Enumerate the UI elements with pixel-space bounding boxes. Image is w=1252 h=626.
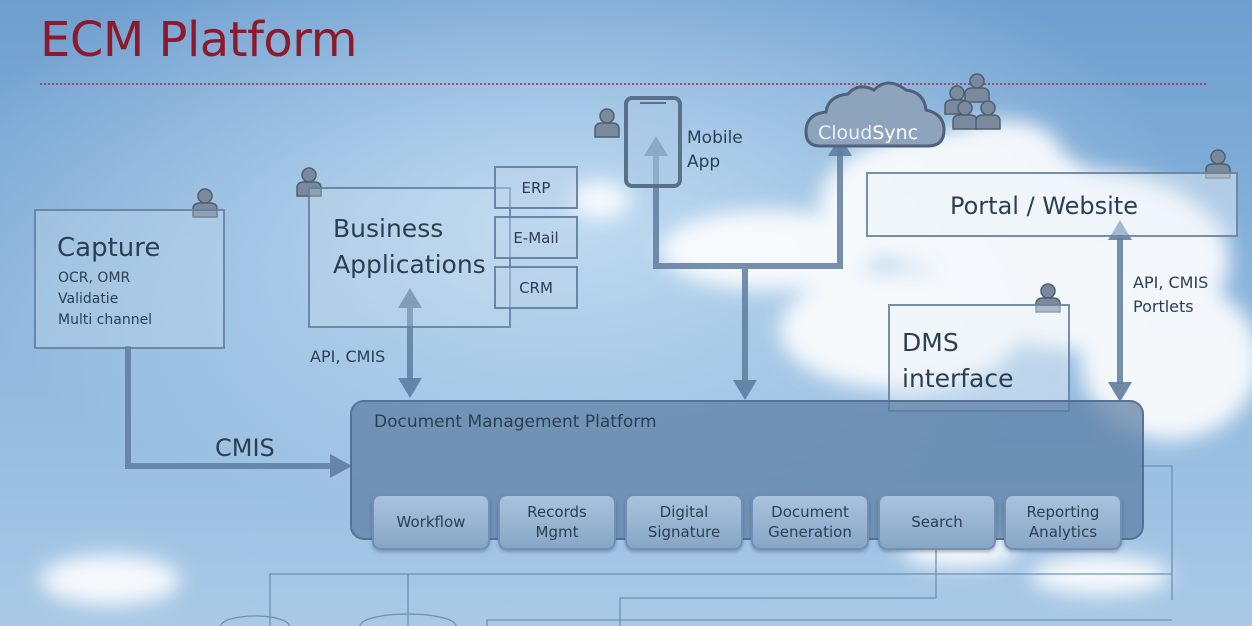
module-records-mgmt: Records Mgmt <box>498 494 616 550</box>
business-applications-box: Business Applications <box>308 187 511 328</box>
mobile-label-2: App <box>687 152 721 172</box>
module-workflow: Workflow <box>372 494 490 550</box>
module-reporting-analytics: Reporting Analytics <box>1004 494 1122 550</box>
dms-line-2: interface <box>902 364 1014 393</box>
mobile-cloud-connector <box>653 150 843 269</box>
api-cmis-label: API, CMIS <box>310 347 386 366</box>
portal-label: Portal / Website <box>950 192 1138 220</box>
capture-line-multichannel: Multi channel <box>58 312 153 328</box>
mobile-phone-icon <box>624 96 682 188</box>
dms-line-1: DMS <box>902 328 959 357</box>
cmis-label: CMIS <box>215 434 275 462</box>
portlets-label-2: Portlets <box>1133 297 1194 316</box>
portal-website-box: Portal / Website <box>866 172 1238 237</box>
email-box: E-Mail <box>494 216 578 259</box>
cloudsync-label: CloudSync <box>818 122 918 144</box>
crm-box: CRM <box>494 266 578 309</box>
module-digital-signature: Digital Signature <box>625 494 743 550</box>
user-group-icon <box>944 73 1001 130</box>
business-line-2: Applications <box>333 250 486 279</box>
page-title: ECM Platform <box>40 12 357 68</box>
erp-box: ERP <box>494 166 578 209</box>
capture-to-platform-arrow <box>125 346 330 469</box>
mobile-user-icon <box>594 108 620 138</box>
cloudsync-part-1: Cloud <box>818 122 873 144</box>
platform-title: Document Management Platform <box>374 412 657 432</box>
module-document-generation: Document Generation <box>751 494 869 550</box>
portlets-label-1: API, CMIS <box>1133 273 1209 292</box>
capture-line-validatie: Validatie <box>58 291 119 307</box>
cloudsync-part-2: Sync <box>872 122 919 144</box>
capture-heading: Capture <box>57 233 161 263</box>
cloud-icon <box>804 81 946 148</box>
module-search: Search <box>878 494 996 550</box>
dms-interface-box: DMS interface <box>888 304 1070 412</box>
capture-line-ocr: OCR, OMR <box>58 270 131 286</box>
business-line-1: Business <box>333 214 444 243</box>
capture-box: Capture OCR, OMR Validatie Multi channel <box>34 209 225 349</box>
mobile-label-1: Mobile <box>687 128 743 148</box>
